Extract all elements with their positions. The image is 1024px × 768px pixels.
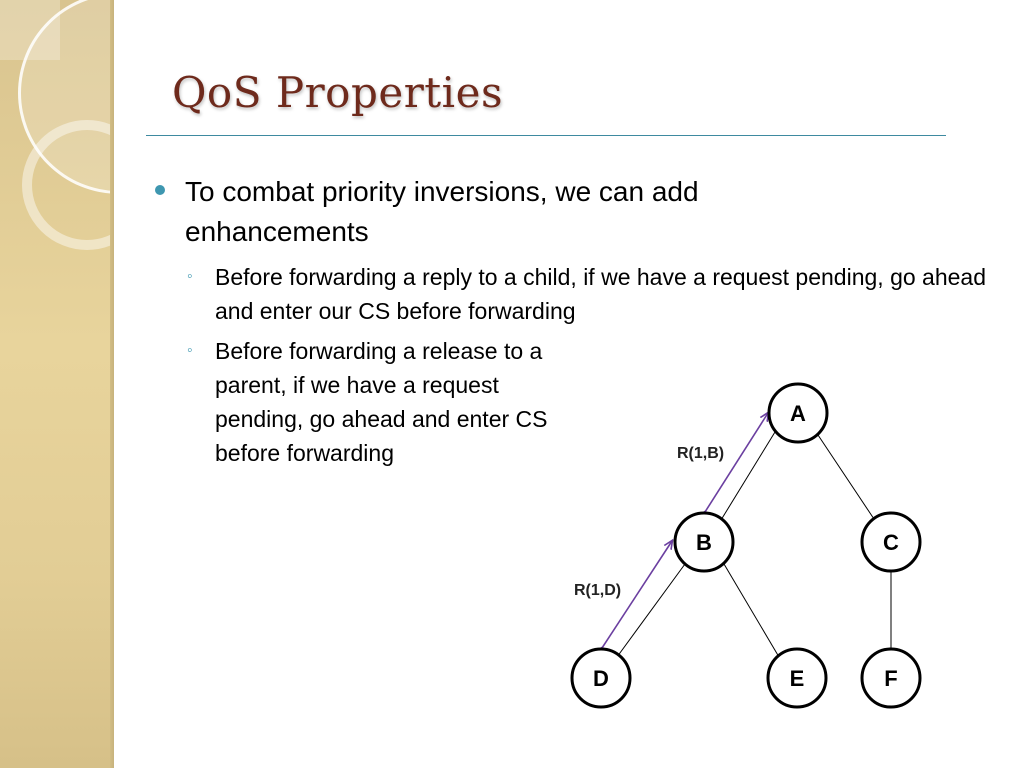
decorative-circle-small: [22, 120, 114, 250]
bullet-level1: To combat priority inversions, we can ad…: [155, 172, 855, 252]
sub-bullet-text: Before forwarding a release to a parent,…: [215, 338, 548, 466]
message-label-b-a: R(1,B): [677, 445, 724, 462]
sub-bullet-release: ◦ Before forwarding a release to a paren…: [187, 334, 567, 470]
sidebar-edge: [110, 0, 114, 768]
node-label-f: F: [884, 666, 897, 691]
node-label-b: B: [696, 530, 712, 555]
node-a: A: [767, 382, 829, 444]
bullet-dot-icon: [155, 185, 165, 195]
decorative-sidebar: [0, 0, 114, 768]
edge-a-c: [817, 434, 875, 520]
message-arrow-d-b: [602, 541, 672, 648]
node-label-c: C: [883, 530, 899, 555]
edge-b-e: [723, 563, 780, 658]
node-e: E: [766, 647, 828, 709]
node-label-a: A: [790, 401, 806, 426]
sub-bullet-ring-icon: ◦: [187, 268, 193, 285]
sub-bullet-reply: ◦ Before forwarding a reply to a child, …: [187, 260, 987, 328]
node-b: B: [673, 511, 735, 573]
node-label-d: D: [593, 666, 609, 691]
sub-bullet-ring-icon: ◦: [187, 342, 193, 359]
title-divider: [146, 135, 946, 136]
node-label-e: E: [790, 666, 805, 691]
node-c: C: [860, 511, 922, 573]
message-label-d-b: R(1,D): [574, 582, 621, 599]
sub-bullet-text: Before forwarding a reply to a child, if…: [215, 264, 986, 324]
node-f: F: [860, 647, 922, 709]
message-arrow-b-a: [705, 413, 768, 512]
node-d: D: [570, 647, 632, 709]
bullet-text: To combat priority inversions, we can ad…: [185, 176, 699, 247]
slide-title: QoS Properties: [172, 68, 504, 117]
